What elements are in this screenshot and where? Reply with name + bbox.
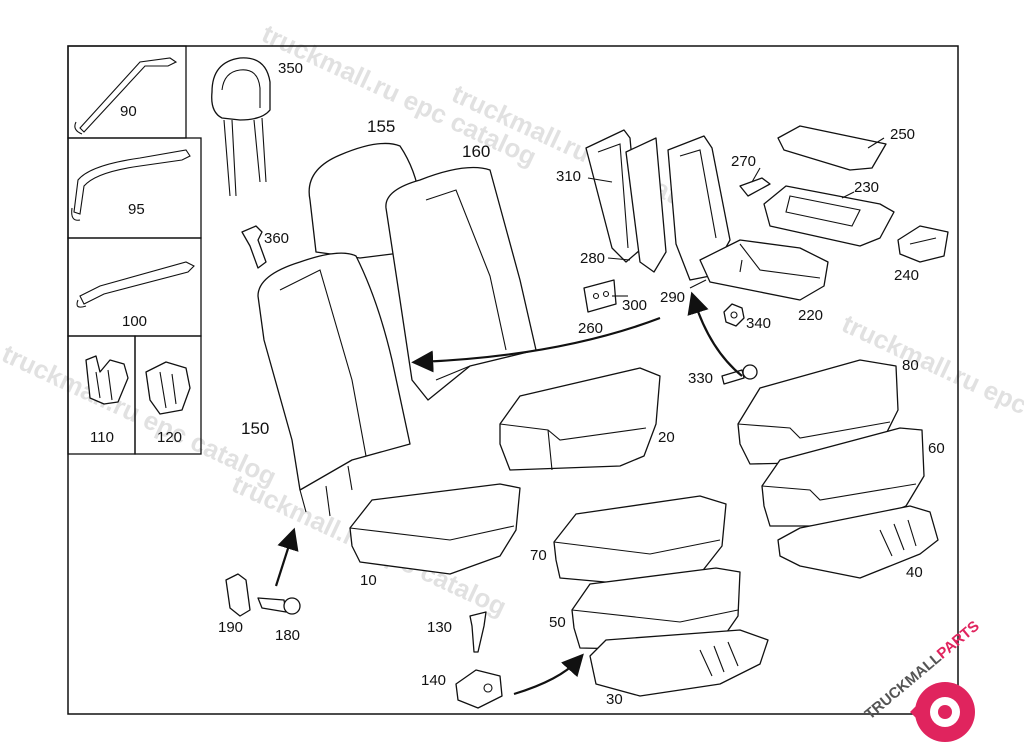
gear-icon	[910, 682, 975, 742]
label-250: 250	[890, 126, 915, 143]
part-340-nut	[723, 303, 745, 327]
label-80: 80	[902, 357, 919, 374]
label-20: 20	[658, 429, 675, 446]
label-310: 310	[556, 168, 581, 185]
part-230-tray	[763, 185, 895, 247]
label-150: 150	[241, 419, 269, 438]
label-270: 270	[731, 153, 756, 170]
label-360: 360	[264, 230, 289, 247]
label-340: 340	[746, 315, 771, 332]
part-240-holder	[897, 225, 949, 263]
label-190: 190	[218, 619, 243, 636]
label-50: 50	[549, 614, 566, 631]
label-40: 40	[906, 564, 923, 581]
part-120-clip	[145, 361, 191, 415]
assembly-arrows	[274, 291, 743, 696]
part-80-cushion	[737, 359, 899, 465]
label-180: 180	[275, 627, 300, 644]
part-140-bracket	[455, 669, 503, 709]
truckmallparts-logo: TRUCKMALLPARTS	[862, 618, 983, 742]
part-350-headrest	[211, 57, 271, 197]
label-95: 95	[128, 201, 145, 218]
part-labels: 90 95 100 110 120 350 360 155 160 150 10…	[90, 60, 945, 708]
part-70-cushion	[553, 495, 727, 587]
part-95-rod	[71, 149, 191, 221]
label-90: 90	[120, 103, 137, 120]
label-290: 290	[660, 289, 685, 306]
label-110: 110	[90, 429, 114, 446]
label-330: 330	[688, 370, 713, 387]
label-140: 140	[421, 672, 446, 689]
part-50-cushion	[571, 567, 741, 651]
part-260-bracket	[583, 279, 617, 313]
label-160: 160	[462, 142, 490, 161]
part-100-rod	[76, 261, 195, 308]
part-60-cushion	[761, 427, 925, 527]
label-350: 350	[278, 60, 303, 77]
label-120: 120	[157, 429, 182, 446]
leader-lines	[587, 137, 885, 297]
label-220: 220	[798, 307, 823, 324]
part-10-cushion	[349, 483, 521, 575]
label-70: 70	[530, 547, 547, 564]
label-230: 230	[854, 179, 879, 196]
label-280: 280	[580, 250, 605, 267]
label-260: 260	[578, 320, 603, 337]
label-240: 240	[894, 267, 919, 284]
part-300-panel	[625, 137, 667, 273]
label-155: 155	[367, 117, 395, 136]
part-220-armrest	[699, 239, 829, 301]
label-130: 130	[427, 619, 452, 636]
label-60: 60	[928, 440, 945, 457]
label-100: 100	[122, 313, 147, 330]
part-110-clip	[85, 355, 129, 405]
part-270-cover	[739, 177, 771, 197]
part-30-frame	[589, 629, 769, 697]
part-180-screw	[257, 597, 301, 615]
part-190-clip	[225, 573, 251, 617]
inset-panel	[67, 45, 202, 455]
part-360-pin	[241, 225, 267, 269]
part-150-backrest	[257, 252, 411, 517]
label-10: 10	[360, 572, 377, 589]
part-20-cushion	[499, 367, 661, 471]
part-40-frame	[777, 505, 939, 579]
part-90-rod	[74, 57, 178, 135]
part-130-screw	[469, 611, 487, 653]
part-160-backrest	[385, 166, 537, 401]
part-310-panel	[585, 129, 641, 263]
part-250-lid	[777, 125, 887, 171]
label-300: 300	[622, 297, 647, 314]
label-30: 30	[606, 691, 623, 708]
